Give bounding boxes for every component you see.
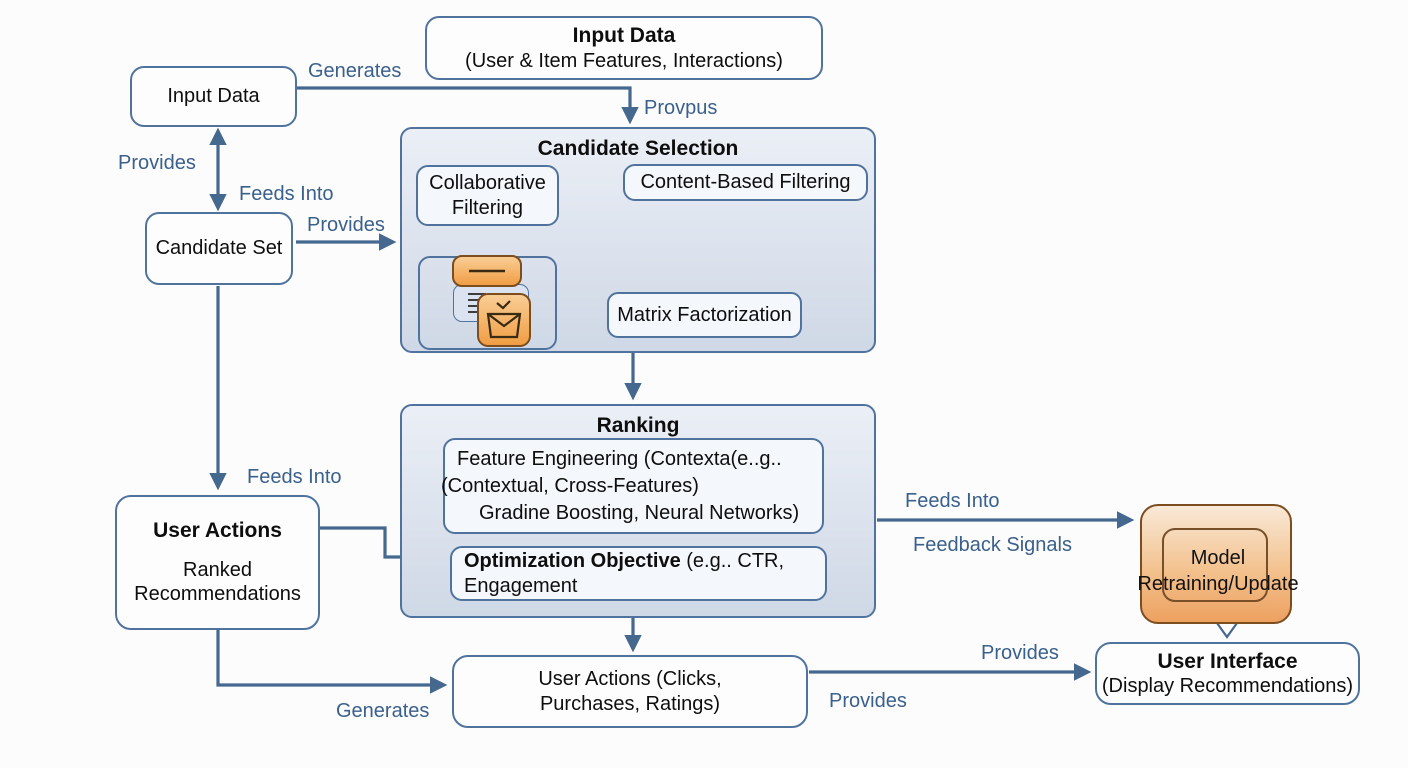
label-feedback-signals: Feedback Signals — [913, 534, 1072, 556]
feature-line-2: (Contextual, Cross-Features) — [441, 474, 699, 497]
node-subtitle: (User & Item Features, Interactions) — [465, 49, 783, 72]
feature-line-3: Gradine Boosting, Neural Networks) — [479, 501, 800, 524]
node-title: Collaborative Filtering — [429, 172, 546, 219]
optimization-line-2: Engagement — [464, 574, 578, 597]
label-feeds-into-model: Feeds Into — [905, 490, 1000, 512]
node-content-based-filtering: Content-Based Filtering — [623, 164, 868, 201]
feature-line-1: Feature Engineering (Contexta(e..g.. — [457, 447, 782, 470]
node-title: User Actions — [153, 519, 282, 543]
model-line-2: Retraining/Update — [1137, 573, 1299, 595]
label-provides-left: Provides — [118, 152, 196, 174]
node-collaborative-filtering: Collaborative Filtering — [416, 165, 559, 226]
edge-generates-bottom — [216, 630, 448, 694]
minus-icon — [452, 255, 522, 287]
label-provpus: Provpus — [644, 97, 718, 119]
node-model-retraining-inner — [1162, 528, 1268, 602]
optimization-rest: (e.g.. CTR, — [680, 549, 785, 572]
envelope-icon — [477, 293, 531, 347]
label-generates-bottom: Generates — [336, 700, 430, 722]
node-title: User Interface — [1157, 649, 1298, 673]
minus-glyph — [469, 269, 505, 273]
edge-generates-top — [297, 86, 639, 125]
node-candidate-set: Candidate Set — [145, 212, 293, 285]
node-input-data-top: Input Data (User & Item Features, Intera… — [425, 16, 823, 80]
envelope-glyph — [486, 300, 522, 339]
label-provides-ui-top: Provides — [981, 642, 1059, 664]
node-subtitle: Ranked Recommendations — [134, 558, 301, 606]
node-user-interface: User Interface (Display Recommendations) — [1095, 642, 1360, 705]
node-user-actions-left: User Actions Ranked Recommendations — [115, 495, 320, 630]
node-feature-engineering: Feature Engineering (Contexta(e..g.. (Co… — [441, 438, 824, 534]
label-generates-top: Generates — [308, 60, 402, 82]
model-line-1: Model — [1190, 547, 1246, 569]
label-feeds-into-user-actions: Feeds Into — [247, 466, 342, 488]
node-line-1: User Actions (Clicks, — [538, 668, 722, 691]
optimization-bold: Optimization Objective — [464, 549, 681, 572]
container-title: Ranking — [596, 414, 680, 437]
node-line-2: Purchases, Ratings) — [539, 692, 721, 715]
label-provides-candidate: Provides — [307, 214, 385, 236]
label-feeds-into-left: Feeds Into — [239, 183, 334, 205]
node-optimization-objective: Optimization Objective (e.g.. CTR, Engag… — [450, 546, 827, 601]
node-title: Candidate Set — [155, 237, 283, 260]
node-title: Matrix Factorization — [617, 303, 792, 326]
node-input-data-left: Input Data — [130, 66, 297, 127]
node-title: Input Data — [572, 24, 676, 47]
container-title: Candidate Selection — [537, 137, 739, 160]
node-title: Input Data — [167, 85, 260, 108]
model-retraining-text: Model Retraining/Update — [1128, 545, 1308, 597]
label-provides-ui-bottom: Provides — [829, 690, 907, 712]
node-user-actions-bottom: User Actions (Clicks, Purchases, Ratings… — [452, 655, 808, 728]
node-title: Content-Based Filtering — [640, 171, 851, 194]
node-matrix-factorization: Matrix Factorization — [607, 292, 802, 338]
node-subtitle: (Display Recommendations) — [1101, 675, 1354, 698]
